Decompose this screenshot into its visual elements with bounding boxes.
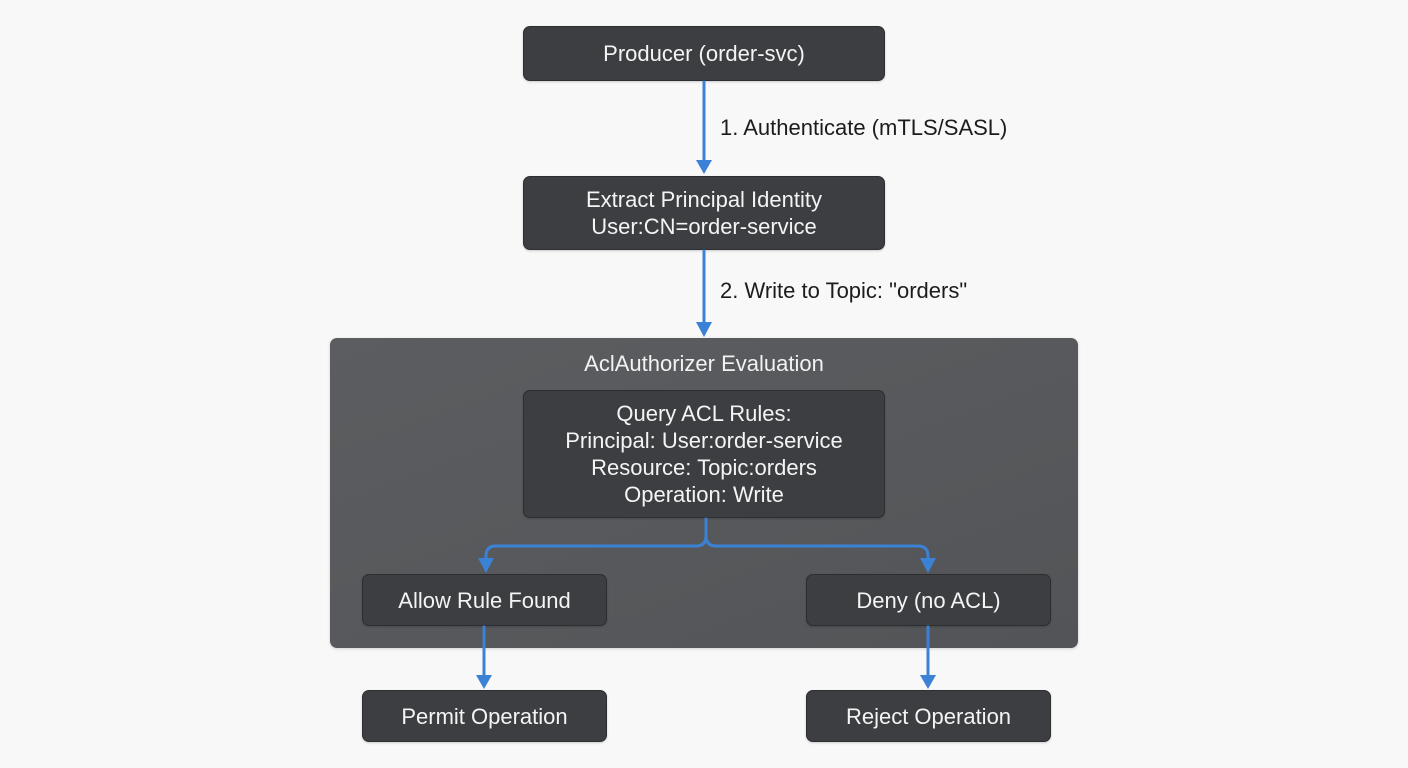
query-acl-principal: Principal: User:order-service	[565, 428, 843, 453]
arrowhead-authorizer	[696, 322, 712, 337]
arrowhead-extract	[696, 160, 712, 174]
producer-node: Producer (order-svc)	[523, 26, 885, 81]
allow-rule-label: Allow Rule Found	[398, 587, 571, 613]
arrowhead-reject	[920, 675, 936, 689]
deny-node: Deny (no ACL)	[806, 574, 1051, 626]
permit-operation-label: Permit Operation	[401, 703, 568, 729]
extract-principal-node: Extract Principal Identity User:CN=order…	[523, 176, 885, 250]
deny-label: Deny (no ACL)	[856, 587, 1001, 613]
group-title: AclAuthorizer Evaluation	[584, 351, 824, 376]
permit-operation-node: Permit Operation	[362, 690, 607, 742]
query-acl-title: Query ACL Rules:	[616, 401, 792, 426]
arrowhead-permit	[476, 675, 492, 689]
query-acl-resource: Resource: Topic:orders	[591, 455, 817, 480]
allow-rule-node: Allow Rule Found	[362, 574, 607, 626]
reject-operation-label: Reject Operation	[845, 703, 1012, 729]
query-acl-operation: Operation: Write	[624, 482, 784, 507]
reject-operation-node: Reject Operation	[806, 690, 1051, 742]
extract-principal-identity: User:CN=order-service	[591, 214, 817, 239]
query-acl-node: Query ACL Rules: Principal: User:order-s…	[523, 390, 885, 518]
producer-node-label: Producer (order-svc)	[603, 41, 805, 66]
edge-label-write: 2. Write to Topic: "orders"	[720, 278, 968, 303]
edge-label-authenticate: 1. Authenticate (mTLS/SASL)	[720, 115, 1008, 140]
extract-principal-title: Extract Principal Identity	[586, 187, 822, 212]
